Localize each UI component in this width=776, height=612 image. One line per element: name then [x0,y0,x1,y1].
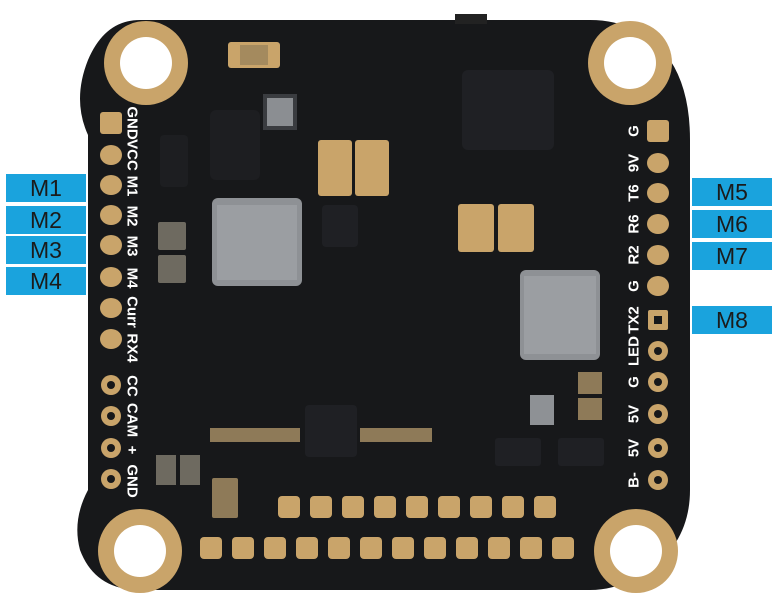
left-pad-m2 [100,205,122,225]
left-label-m1: M1 [124,176,141,197]
left-label-cc: CC [124,375,141,397]
left-label-m2: M2 [124,206,141,227]
left-label-gnd-bottom: GND [124,464,141,498]
usb-connector [455,14,487,24]
right-label-g2: G [626,280,643,292]
motor-tag-m4: M4 [6,267,86,295]
motor-tag-m8: M8 [692,306,772,334]
bottom-pad-rows [200,496,574,559]
left-label-m3: M3 [124,236,141,257]
motor-tag-m7: M7 [692,242,772,270]
right-label-g: G [626,125,643,137]
right-label-led: LED [626,336,643,366]
left-label-rx4: RX4 [124,333,141,363]
motor-tag-m3: M3 [6,236,86,264]
motor-tag-m5: M5 [692,178,772,206]
left-pad-rx4 [100,329,122,349]
right-pad-g [647,120,669,142]
right-label-r6: R6 [626,214,643,233]
right-pad-column [647,120,669,490]
right-label-5v-a: 5V [626,405,643,423]
left-label-gnd: GND [124,106,141,140]
left-pad-gnd [100,112,122,134]
right-pad-g2 [647,276,669,296]
left-pad-m1 [100,175,122,195]
right-pad-r2 [647,245,669,265]
motor-tag-m6: M6 [692,210,772,238]
motor-tag-m1: M1 [6,174,86,202]
left-label-m4: M4 [124,268,141,289]
mount-hole-top-left [104,21,188,105]
right-pad-9v [647,153,669,173]
right-pad-t6 [647,183,669,203]
left-label-cam: CAM [124,403,141,437]
right-label-g3: G [626,376,643,388]
right-pad-r6 [647,214,669,234]
left-label-vcc: VCC [124,139,141,171]
left-label-plus: + [124,446,141,455]
right-label-t6: T6 [626,184,643,202]
right-label-b-minus: B- [626,472,643,488]
left-pad-vcc [100,145,122,165]
right-label-5v-b: 5V [626,439,643,457]
left-pad-curr [100,298,122,318]
left-label-curr: Curr [124,296,141,328]
mount-hole-bottom-left [98,509,182,593]
left-pad-column [100,112,122,489]
right-pin-labels: G 9V T6 R6 R2 G TX2 LED G 5V 5V B- [626,125,643,488]
left-pad-m3 [100,235,122,255]
components [156,42,604,518]
right-label-tx2: TX2 [626,306,643,334]
mount-hole-top-right [588,21,672,105]
right-label-r2: R2 [626,245,643,264]
right-label-9v: 9V [626,154,643,172]
motor-tag-m2: M2 [6,206,86,234]
left-pad-m4 [100,267,122,287]
mount-hole-bottom-right [594,509,678,593]
left-pin-labels: GND VCC M1 M2 M3 M4 Curr RX4 CC CAM + GN… [124,106,141,498]
